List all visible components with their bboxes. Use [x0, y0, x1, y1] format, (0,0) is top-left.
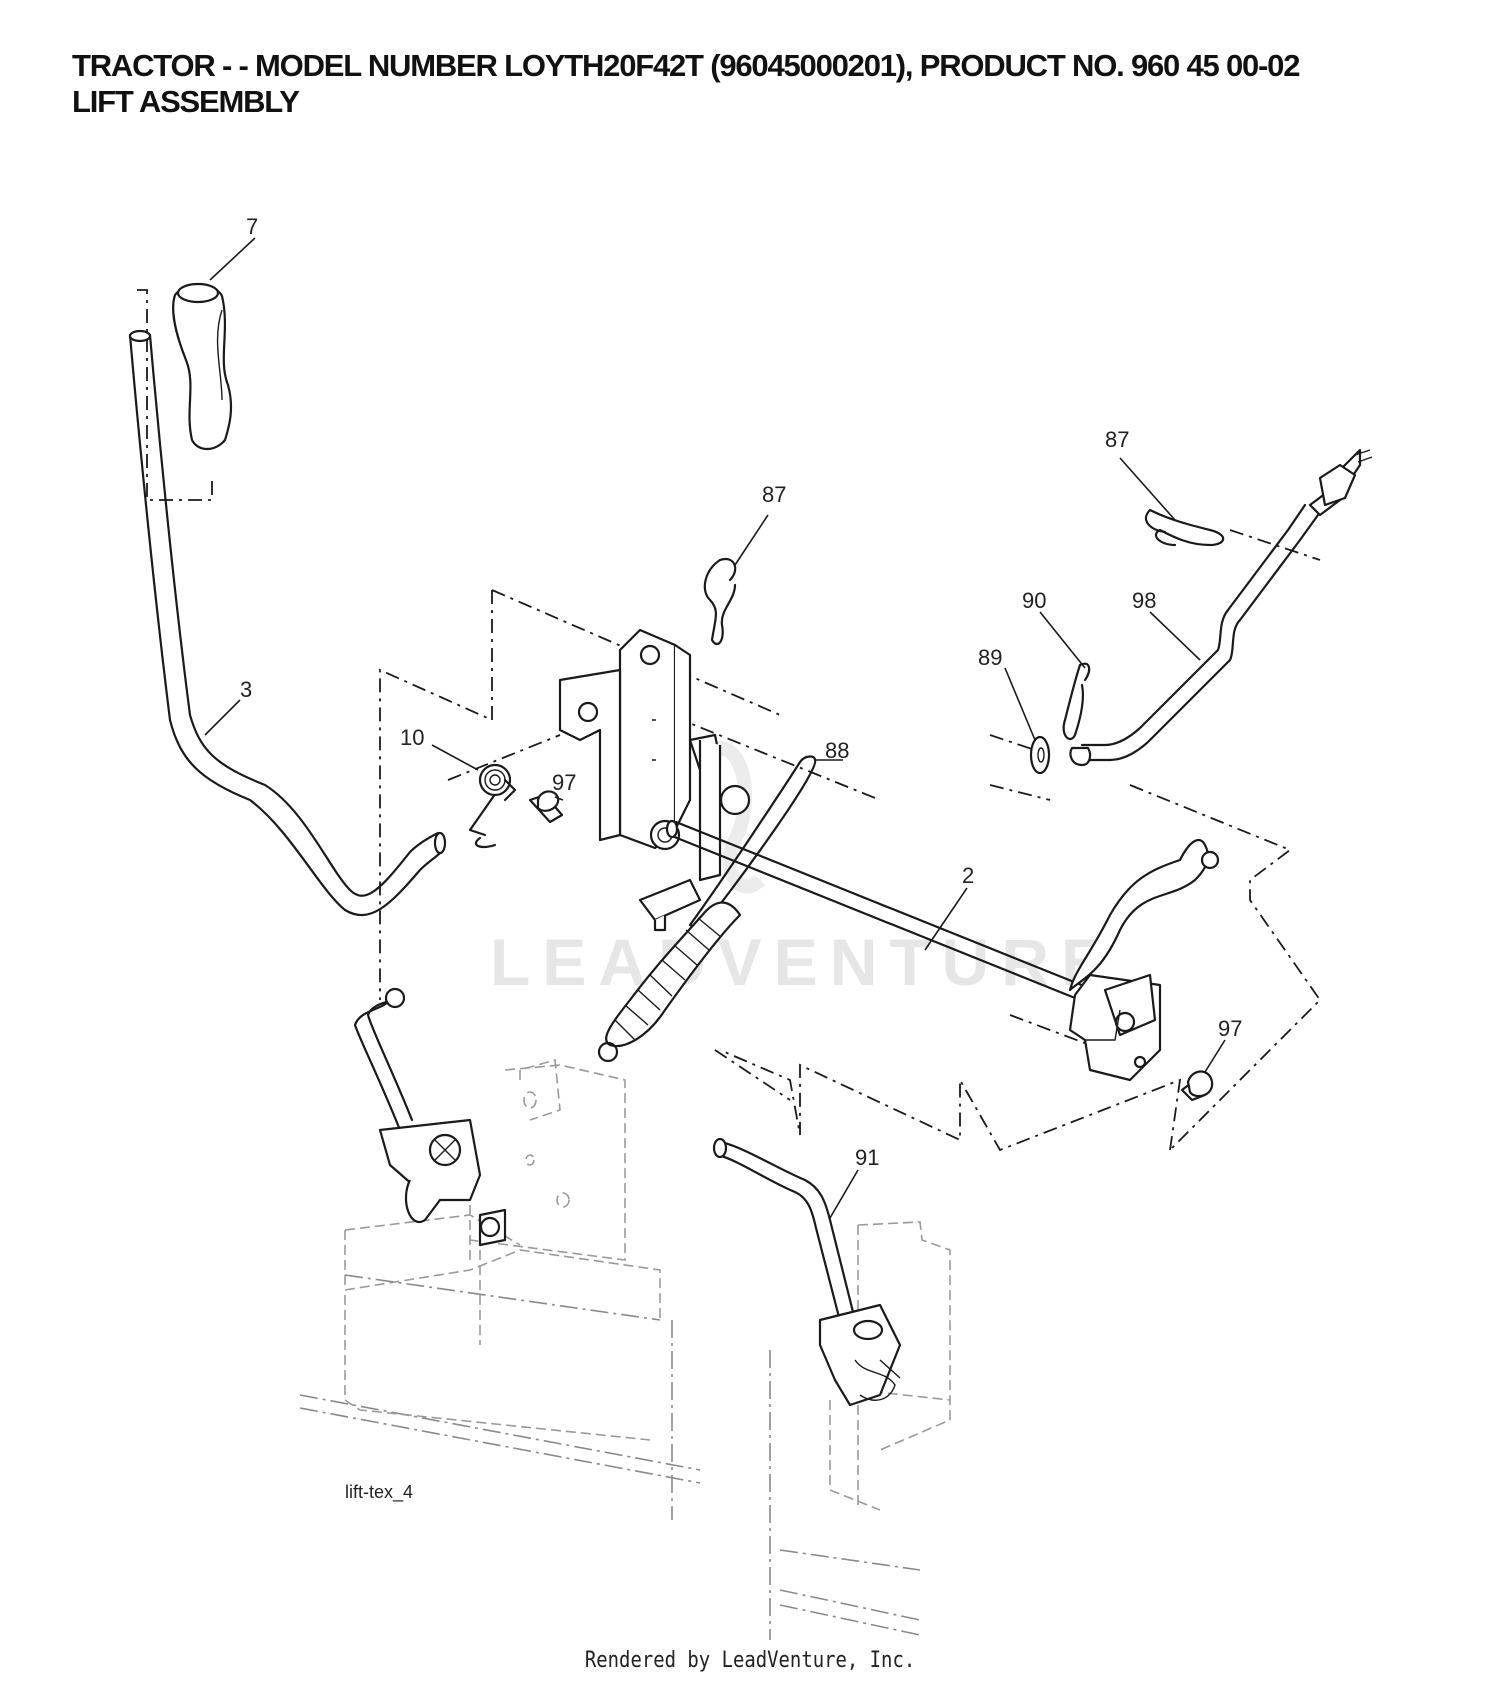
part-right-lift-link	[712, 1137, 902, 1407]
part-lift-shaft	[665, 819, 1086, 1002]
part-lift-rod	[1069, 448, 1373, 767]
part-lift-link	[688, 755, 817, 932]
drawing-id: lift-tex_4	[345, 1482, 413, 1503]
callout-97-right: 97	[1218, 1016, 1242, 1041]
watermark-text: LEADVENTURE	[490, 925, 1117, 999]
part-handle-grip	[172, 282, 233, 451]
part-flat-washer	[1029, 735, 1051, 775]
part-hairpin-clip-right	[1144, 508, 1225, 547]
part-lift-handle	[128, 329, 447, 916]
part-right-lift-arm	[1068, 838, 1220, 1082]
callout-88: 88	[825, 738, 849, 763]
callout-87-center: 87	[762, 482, 786, 507]
callout-7: 7	[246, 214, 258, 239]
part-shoulder-bolt-left	[528, 790, 564, 824]
part-shoulder-bolt-right	[1180, 1070, 1214, 1102]
watermark: LEADVENTURE	[490, 741, 1117, 999]
part-retaining-clip	[1062, 662, 1091, 741]
diagram-title: TRACTOR - - MODEL NUMBER LOYTH20F42T (96…	[72, 48, 1472, 120]
callout-10: 10	[400, 725, 424, 750]
footer-credit: Rendered by LeadVenture, Inc.	[0, 1648, 1500, 1673]
callout-90: 90	[1022, 588, 1046, 613]
callout-98: 98	[1132, 588, 1156, 613]
callout-89: 89	[978, 645, 1002, 670]
footer-credit-text: Rendered by LeadVenture, Inc.	[584, 1648, 916, 1673]
callouts: 7 3 10 97 87 88 2 87 90 89 98 97 91 lift…	[204, 214, 1242, 1503]
callout-97-left: 97	[552, 770, 576, 795]
part-hairpin-clip-center	[703, 557, 737, 646]
part-center-bracket	[558, 628, 751, 882]
callout-2: 2	[962, 863, 974, 888]
part-torsion-spring	[468, 763, 517, 849]
part-extension-spring	[597, 901, 742, 1063]
callout-91: 91	[855, 1145, 879, 1170]
title-line-1: TRACTOR - - MODEL NUMBER LOYTH20F42T (96…	[72, 48, 1300, 83]
callout-87-right: 87	[1105, 427, 1129, 452]
title-line-2: LIFT ASSEMBLY	[72, 84, 300, 119]
callout-3: 3	[240, 677, 252, 702]
part-left-lift-arm	[353, 987, 507, 1247]
